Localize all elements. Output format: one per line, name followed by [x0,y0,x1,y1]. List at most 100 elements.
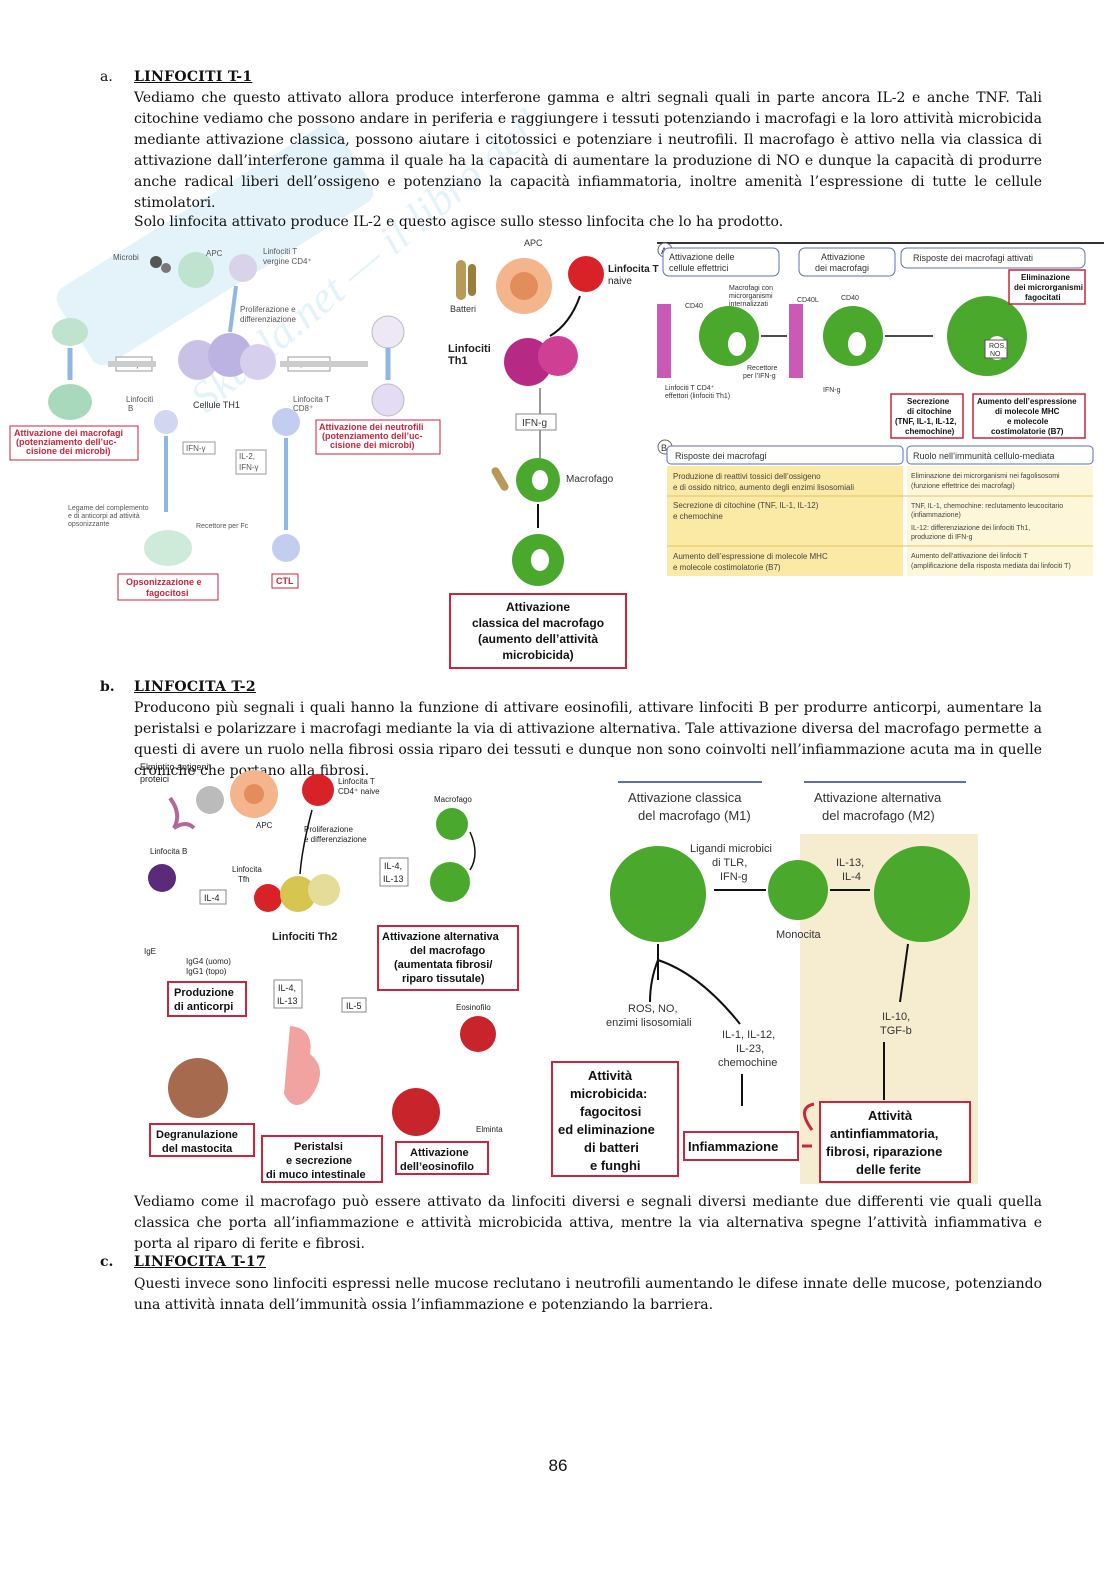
svg-text:di TLR,: di TLR, [712,857,747,869]
svg-text:IgE: IgE [144,947,156,956]
svg-text:delle ferite: delle ferite [856,1162,921,1177]
svg-text:fagocitosi: fagocitosi [580,1104,641,1119]
svg-text:antinfiammatoria,: antinfiammatoria, [830,1126,938,1141]
svg-text:IFN-g: IFN-g [823,387,841,394]
svg-text:TGF-b: TGF-b [880,1025,912,1037]
svg-text:Elminti o antigeni: Elminti o antigeni [140,762,209,772]
svg-text:Elminta: Elminta [476,1125,503,1134]
svg-text:Linfociti: Linfociti [126,395,153,404]
svg-text:Eosinofilo: Eosinofilo [456,1003,491,1012]
section-c-title: LINFOCITA T-17 [134,1254,266,1270]
svg-text:Attivazione: Attivazione [506,600,570,614]
svg-text:Macrofago: Macrofago [566,474,614,485]
section-a-paragraph-1: Vediamo che questo attivato allora produ… [134,90,1042,211]
svg-text:(amplificazione della risposta: (amplificazione della risposta mediata d… [911,563,1071,570]
svg-text:Produzione: Produzione [174,987,234,999]
svg-text:differenziazione: differenziazione [240,315,296,324]
svg-text:effettori (linfociti Th1): effettori (linfociti Th1) [665,393,730,400]
svg-text:IL-4: IL-4 [842,871,861,883]
svg-text:IL-12: differenziazione dei li: IL-12: differenziazione dei linfociti Th… [911,525,1030,532]
svg-text:CD40: CD40 [685,303,703,310]
svg-text:Linfociti: Linfociti [448,343,491,355]
svg-text:CD4⁺ naive: CD4⁺ naive [338,787,380,796]
svg-text:(aumentata fibrosi/: (aumentata fibrosi/ [394,959,492,971]
svg-text:Produzione di reattivi tossici: Produzione di reattivi tossici dell’ossi… [673,472,821,481]
svg-text:e secrezione: e secrezione [286,1155,352,1167]
svg-text:internalizzati: internalizzati [729,301,768,308]
svg-text:Risposte dei macrofagi attivat: Risposte dei macrofagi attivati [913,253,1033,263]
svg-text:IL-4,: IL-4, [278,983,296,993]
svg-text:Degranulazione: Degranulazione [156,1129,238,1141]
svg-text:Attivazione alternativa: Attivazione alternativa [382,931,500,943]
svg-text:di anticorpi: di anticorpi [174,1001,233,1013]
svg-text:IFN-γ: IFN-γ [186,444,206,453]
svg-text:Aumento dell’espressione: Aumento dell’espressione [977,397,1077,406]
svg-text:di molecole MHC: di molecole MHC [995,407,1060,416]
svg-text:fagocitosi: fagocitosi [146,588,189,598]
svg-text:Legame del complemento: Legame del complemento [68,505,149,512]
svg-text:(potenziamento dell’uc-: (potenziamento dell’uc- [322,431,423,441]
svg-text:Attivazione dei macrofagi: Attivazione dei macrofagi [14,428,123,438]
svg-text:TNF, IL-1, chemochine: recluta: TNF, IL-1, chemochine: reclutamento leuc… [911,503,1063,510]
svg-text:dei macrofagi: dei macrofagi [815,263,869,273]
figure-th2-overview: Elminti o antigeni proteici APC Linfocita… [140,762,519,1183]
section-c-paragraph-1: Questi invece sono linfociti espressi ne… [134,1276,1042,1313]
svg-text:Batteri: Batteri [450,304,476,314]
svg-text:cisione dei microbi): cisione dei microbi) [26,446,111,456]
svg-text:IL-13: IL-13 [383,874,404,884]
svg-text:dell’eosinofilo: dell’eosinofilo [400,1161,474,1173]
svg-text:naive: naive [608,276,632,287]
svg-text:(funzione effettrice dei macro: (funzione effettrice dei macrofagi) [911,483,1015,490]
svg-text:Infiammazione: Infiammazione [688,1139,778,1154]
svg-text:IL-2,: IL-2, [239,452,255,461]
svg-text:e differenziazione: e differenziazione [304,835,367,844]
svg-text:Tfh: Tfh [238,875,250,884]
svg-text:IL-13,: IL-13, [836,857,864,869]
svg-text:IL-4,: IL-4, [384,861,402,871]
svg-text:IL-13: IL-13 [277,996,298,1006]
svg-text:Linfocita T: Linfocita T [293,395,330,404]
svg-text:Attivazione delle: Attivazione delle [669,252,735,262]
svg-text:IFN-γ: IFN-γ [239,463,259,472]
svg-text:Linfocita: Linfocita [232,865,262,874]
svg-text:e di anticorpi ad attività: e di anticorpi ad attività [68,513,140,520]
svg-text:e di ossido nitrico, aumento d: e di ossido nitrico, aumento degli enzim… [673,483,854,492]
svg-text:di batteri: di batteri [584,1140,639,1155]
svg-text:costimolatorie (B7): costimolatorie (B7) [991,427,1064,436]
svg-text:Macrofago: Macrofago [434,795,472,804]
svg-text:Aumento dell’espressione di mo: Aumento dell’espressione di molecole MHC [673,552,828,561]
fig1-microbi: Microbi [113,253,139,262]
svg-text:e chemochine: e chemochine [673,512,723,521]
svg-text:proteici: proteici [140,774,169,784]
svg-text:cisione dei microbi): cisione dei microbi) [330,440,415,450]
svg-text:ROS,: ROS, [989,343,1006,350]
svg-text:Proliferazione: Proliferazione [304,825,353,834]
svg-text:Th1: Th1 [448,355,468,367]
svg-text:Attività: Attività [868,1108,913,1123]
svg-text:per l’IFN-g: per l’IFN-g [743,373,776,380]
section-a-paragraph-2: Solo linfocita attivato produce IL-2 e q… [134,214,784,230]
svg-text:riparo tissutale): riparo tissutale) [402,973,485,985]
svg-text:chemochine: chemochine [718,1057,777,1069]
svg-text:APC: APC [256,821,273,830]
svg-text:del macrofago (M1): del macrofago (M1) [638,808,751,823]
svg-text:e molecole: e molecole [1007,417,1049,426]
svg-text:CD40L: CD40L [797,297,819,304]
svg-text:Ruolo nell’immunità cellulo-me: Ruolo nell’immunità cellulo-mediata [913,451,1055,461]
svg-text:microbicida): microbicida) [502,648,573,662]
svg-text:B: B [128,404,133,413]
svg-text:vergine CD4⁺: vergine CD4⁺ [263,257,312,266]
svg-text:chemochine): chemochine) [905,427,955,436]
svg-text:opsonizzante: opsonizzante [68,521,109,528]
svg-text:Linfociti T CD4⁺: Linfociti T CD4⁺ [665,385,715,392]
svg-text:APC: APC [206,249,223,258]
svg-text:Peristalsi: Peristalsi [294,1141,343,1153]
svg-text:microbicida:: microbicida: [570,1086,647,1101]
svg-text:IL-23,: IL-23, [736,1043,764,1055]
svg-text:(aumento dell’attività: (aumento dell’attività [478,632,598,646]
svg-text:produzione di IFN-g: produzione di IFN-g [911,534,973,541]
svg-text:cellule effettrici: cellule effettrici [669,263,728,273]
svg-text:APC: APC [524,238,543,248]
section-a-title: LINFOCITI T-1 [134,69,253,85]
